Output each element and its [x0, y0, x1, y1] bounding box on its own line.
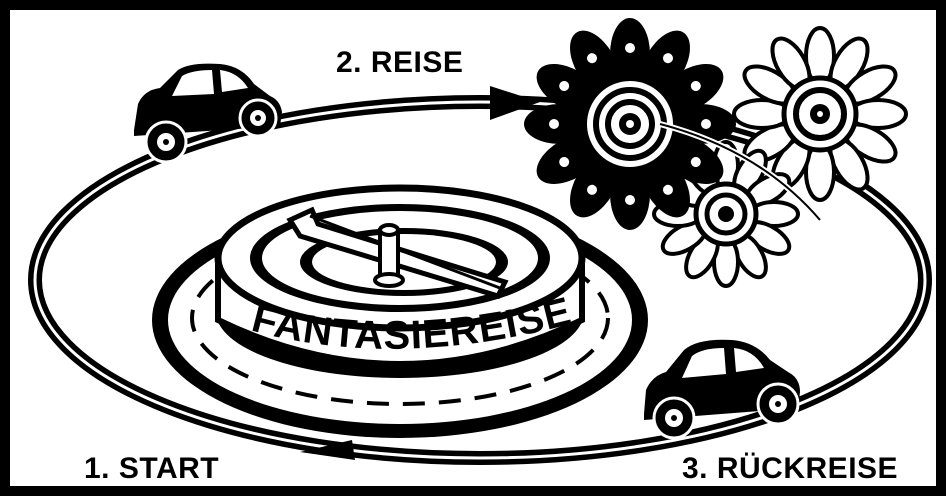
step-3-label: 3. RÜCKREISE — [682, 452, 898, 486]
step-2-label: 2. REISE — [336, 46, 463, 80]
step-1-label: 1. START — [84, 452, 219, 486]
car-icon — [134, 64, 282, 162]
